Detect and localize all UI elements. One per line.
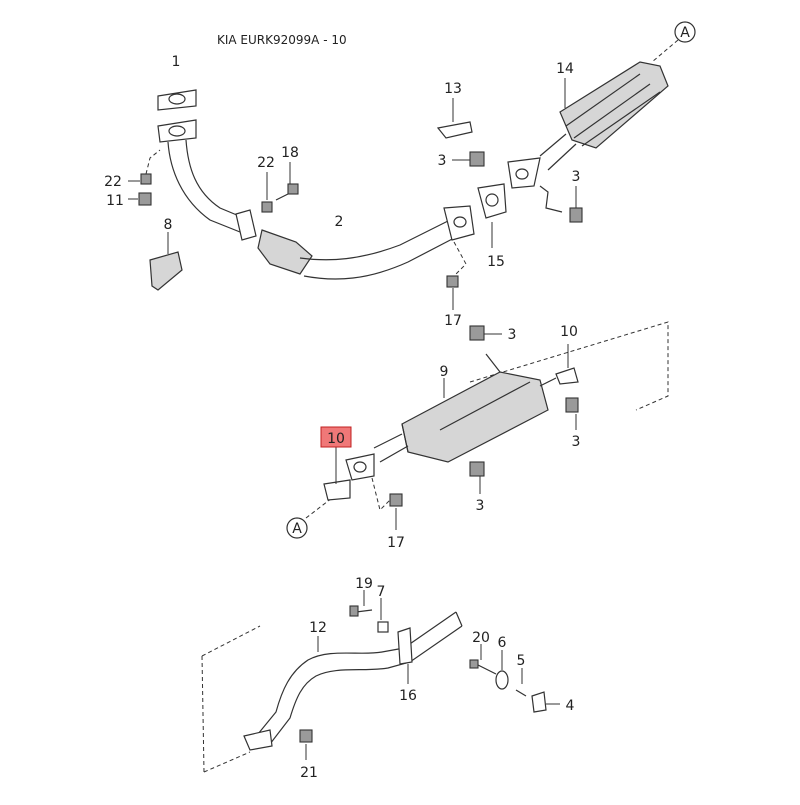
rubber-3-d[interactable] xyxy=(565,397,579,413)
bracket-4[interactable] xyxy=(531,691,547,713)
callout-5: 5 xyxy=(517,653,526,669)
callout-15: 15 xyxy=(487,254,505,270)
callout-22: 22 xyxy=(104,174,122,190)
callout-22-b: 22 xyxy=(257,155,275,171)
bolt-19[interactable] xyxy=(355,609,373,613)
callout-21: 21 xyxy=(300,765,318,781)
gasket-10-b[interactable] xyxy=(323,479,351,501)
frame-tail-bottom xyxy=(203,751,251,773)
bolt-18-head xyxy=(287,183,299,195)
rubber-3-b[interactable] xyxy=(569,207,583,223)
nut-11[interactable] xyxy=(138,192,152,206)
callout-11: 11 xyxy=(106,193,124,209)
nut-22[interactable] xyxy=(140,173,152,185)
svg-text:10: 10 xyxy=(327,431,345,447)
callout-7: 7 xyxy=(377,584,386,600)
callout-13: 13 xyxy=(444,81,462,97)
nut-22b[interactable] xyxy=(261,201,273,213)
callout-3-e: 3 xyxy=(476,498,485,514)
callout-18: 18 xyxy=(281,145,299,161)
callout-17-b: 17 xyxy=(387,535,405,551)
bolt-20[interactable] xyxy=(475,663,497,675)
frame-tail-left xyxy=(201,655,205,773)
nut-21[interactable] xyxy=(299,729,313,743)
callout-3-c: 3 xyxy=(508,327,517,343)
nut-17-top[interactable] xyxy=(446,275,459,288)
hanger-10[interactable] xyxy=(555,367,579,385)
callout-10-highlighted[interactable]: 10 xyxy=(320,426,352,448)
bolt-20-head xyxy=(469,659,479,669)
bolt-5[interactable] xyxy=(515,689,527,697)
callout-19: 19 xyxy=(355,576,373,592)
diagram-title: KIA EURK92099A - 10 xyxy=(217,33,347,47)
callout-labels: 1 2 3 3 3 3 3 4 5 6 7 8 9 10 11 12 13 14… xyxy=(104,54,580,781)
callout-3-b: 3 xyxy=(572,169,581,185)
callout-10-b: 10 xyxy=(560,324,578,340)
callout-20: 20 xyxy=(472,630,490,646)
catalytic-converter[interactable] xyxy=(507,61,669,213)
frame-tail-top xyxy=(201,625,261,657)
dash-22 xyxy=(145,149,161,175)
ref-leader-a-top xyxy=(651,39,679,63)
ref-marker-a-top[interactable]: A xyxy=(674,21,696,43)
callout-1: 1 xyxy=(172,54,181,70)
callout-8: 8 xyxy=(164,217,173,233)
callout-14: 14 xyxy=(556,61,574,77)
callout-3-a: 3 xyxy=(438,153,447,169)
callout-17-a: 17 xyxy=(444,313,462,329)
svg-text:A: A xyxy=(292,521,302,537)
bracket-8[interactable] xyxy=(149,251,183,291)
svg-text:A: A xyxy=(680,25,690,41)
ref-marker-a-mid[interactable]: A xyxy=(286,517,308,539)
washer-6[interactable] xyxy=(495,670,509,690)
callout-4: 4 xyxy=(566,698,575,714)
callout-6: 6 xyxy=(498,635,507,651)
front-pipe[interactable] xyxy=(157,89,475,280)
dash-a-mid xyxy=(305,497,333,519)
rubber-3-e[interactable] xyxy=(469,461,485,477)
muffler[interactable] xyxy=(373,353,557,463)
callout-12: 12 xyxy=(309,620,327,636)
bolt-19-head xyxy=(349,605,359,617)
rubber-3-a[interactable] xyxy=(469,151,485,167)
callout-16: 16 xyxy=(399,688,417,704)
callout-2: 2 xyxy=(335,214,344,230)
clip-7[interactable] xyxy=(377,621,389,633)
callout-9: 9 xyxy=(440,364,449,380)
tail-pipe[interactable] xyxy=(243,611,463,751)
rubber-3-c[interactable] xyxy=(469,325,485,341)
dash-17-mid xyxy=(371,477,391,511)
dash-17-top xyxy=(453,241,467,277)
hanger-13[interactable] xyxy=(436,121,473,139)
nut-17-mid[interactable] xyxy=(389,493,403,507)
callout-3-d: 3 xyxy=(572,434,581,450)
